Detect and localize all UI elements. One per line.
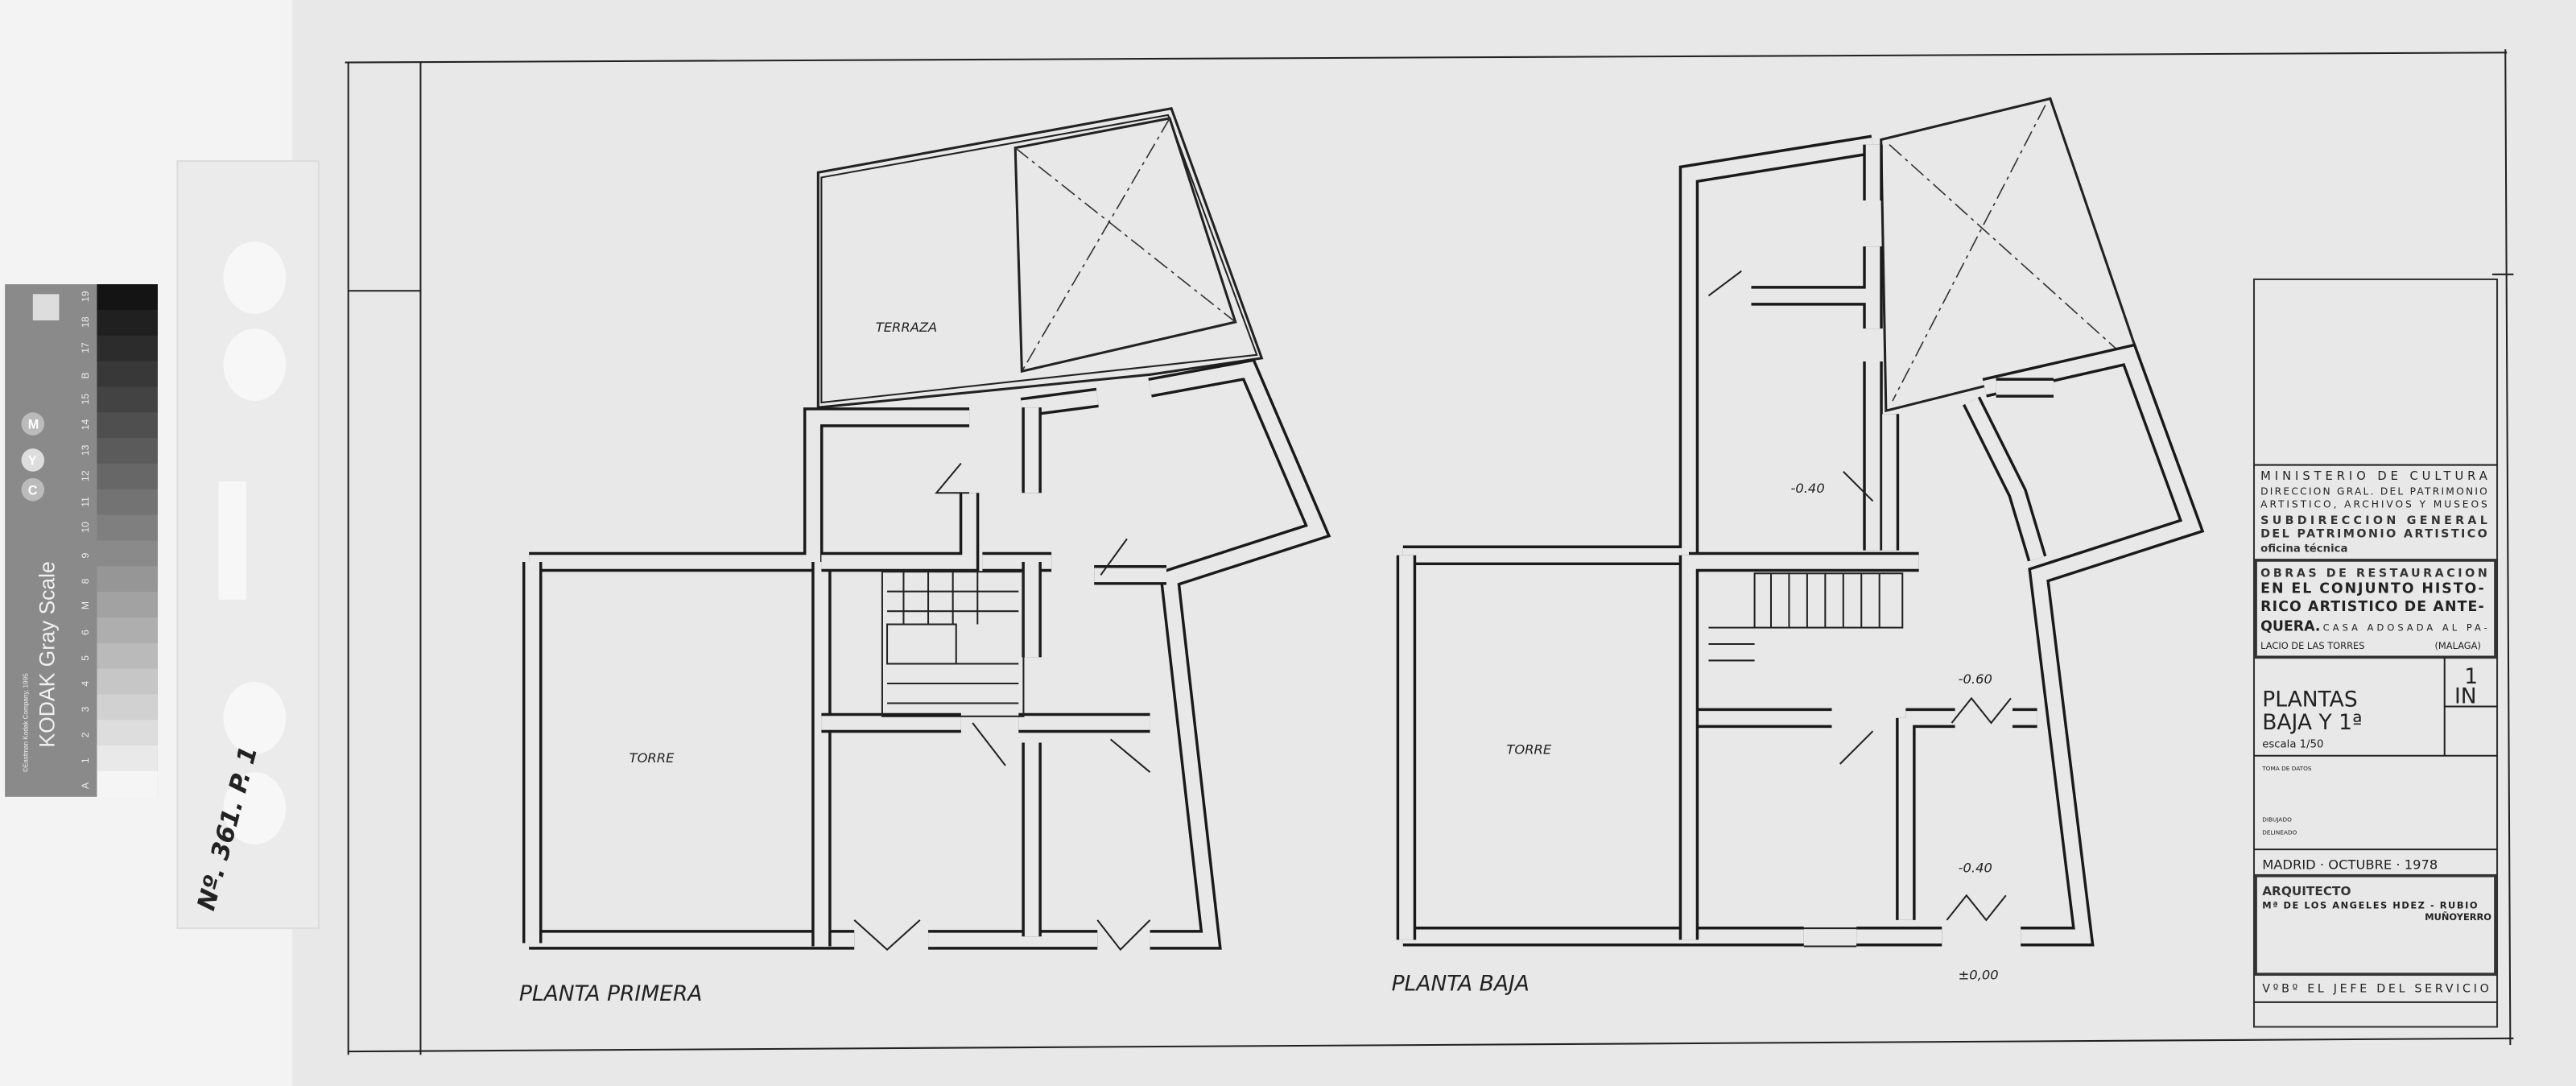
gray-patch (97, 592, 158, 618)
tb-drawn: DIBUJADO (2262, 816, 2292, 823)
tb-sheet-number: 1 (2464, 664, 2478, 689)
gray-patch (97, 770, 158, 798)
tb-place-date: MADRID · OCTUBRE · 1978 (2262, 857, 2438, 873)
tb-office: oficina técnica (2260, 543, 2347, 555)
tb-sheet-code: IN (2454, 683, 2477, 708)
drawing-sheet (292, 0, 2576, 1086)
gray-patch (97, 463, 158, 490)
gray-patch-label: 19 (80, 291, 91, 302)
ground-floor-title: PLANTA BAJA (1392, 972, 1530, 997)
gray-patch (97, 566, 158, 593)
tb-sheet-title-2: BAJA Y 1ª (2262, 710, 2362, 735)
holder-strip: Nº. 361. P. 1 (176, 159, 320, 930)
level-mark: -0.60 (1959, 671, 1992, 687)
gray-patch (97, 514, 158, 542)
tb-project-5a: LACIO DE LAS TORRES (2260, 640, 2364, 651)
first-floor-title: PLANTA PRIMERA (519, 981, 703, 1006)
color-dot-y (21, 448, 45, 472)
tower-label-first: TORRE (630, 750, 675, 766)
gray-patch-label: 4 (80, 681, 91, 687)
tb-project-3: RICO ARTISTICO DE ANTE- (2260, 599, 2484, 615)
gray-patch (97, 412, 158, 440)
gray-patch-label: 14 (80, 419, 91, 430)
color-dot-c-label: C (28, 483, 38, 498)
gray-patch-label: 10 (80, 522, 91, 533)
gray-patch (97, 617, 158, 644)
first-floor-stairs (853, 462, 1151, 952)
gray-patch-label: 6 (80, 630, 91, 635)
tb-project-5b: (MALAGA) (2434, 640, 2480, 651)
tower-label-ground: TORRE (1506, 742, 1551, 758)
level-mark: ±0,00 (1959, 967, 1999, 982)
tb-architect-name-2: MUÑOYERRO (2425, 911, 2491, 923)
plan-first-floor: TERRAZA TORRE PLANTA PRIMERA (519, 106, 1331, 1006)
tb-subdirection-2: DEL PATRIMONIO ARTISTICO (2260, 527, 2487, 540)
sheet-frame (345, 49, 2514, 1055)
color-dot-y-label: Y (28, 454, 37, 469)
color-dot-c (21, 477, 45, 502)
gray-patch-label: M (80, 601, 91, 609)
gray-patch (97, 642, 158, 670)
level-mark: -0.40 (1959, 861, 1992, 876)
terrace-label: TERRAZA (876, 320, 937, 335)
gray-patch-label: 12 (80, 470, 91, 481)
tb-data-collection: TOMA DE DATOS (2261, 765, 2312, 772)
gray-patch-label: 2 (80, 732, 91, 737)
gray-patch-label: 5 (80, 655, 91, 661)
gray-patch-label: 18 (80, 316, 91, 328)
tb-delineated: DELINEADO (2262, 829, 2297, 836)
gray-patch-label: A (80, 782, 91, 789)
gray-patch-label: 13 (80, 444, 91, 456)
tb-subdirection-1: SUBDIRECCION GENERAL (2260, 514, 2487, 527)
gray-scale-copyright: ©Eastman Kodak Company, 1995 (23, 673, 30, 772)
tb-sheet-title-1: PLANTAS (2262, 688, 2357, 712)
tb-architect-label: ARQUITECTO (2262, 884, 2351, 898)
gray-patch (97, 309, 158, 337)
gray-patch (97, 361, 158, 388)
gray-patch-label: 11 (80, 497, 91, 507)
gray-patch (97, 694, 158, 721)
gray-patch (97, 720, 158, 747)
gray-patch (97, 284, 158, 311)
gray-patch (97, 668, 158, 696)
gray-patch (97, 438, 158, 465)
gray-patch (97, 386, 158, 414)
tb-project-4a: QUERA. (2260, 619, 2320, 635)
gray-patch (97, 745, 158, 772)
kodak-logo-icon (32, 294, 60, 320)
tb-scale: escala 1/50 (2262, 739, 2323, 751)
tb-direction-2: ARTISTICO, ARCHIVOS Y MUSEOS (2260, 499, 2487, 510)
level-mark: -0.40 (1790, 481, 1824, 496)
gray-patch-label: B (80, 372, 91, 378)
terrace-outline (816, 106, 1264, 409)
color-dot-m-label: M (28, 418, 39, 432)
gray-patch (97, 335, 158, 362)
gray-patch-label: 3 (80, 707, 91, 712)
ground-floor-stairs (1707, 270, 2012, 948)
gray-patch (97, 489, 158, 516)
gray-patch-label: 17 (80, 342, 91, 353)
gray-patch (97, 540, 158, 568)
color-dot-m (21, 412, 45, 436)
gray-patch-label: 1 (80, 758, 91, 763)
tb-project-2: EN EL CONJUNTO HISTO- (2260, 581, 2484, 597)
title-block: MINISTERIO DE CULTURA DIRECCION GRAL. DE… (2252, 278, 2499, 1028)
gray-patch-label: 15 (80, 394, 91, 405)
gray-patch-label: 8 (80, 578, 91, 584)
plan-ground-floor: TORRE -0.40 -0.60 -0.40 ±0,00 PLANTA BAJ… (1392, 97, 2205, 997)
gray-scale-brand: KODAK Gray Scale (35, 561, 59, 747)
gray-patch-label: 9 (80, 552, 91, 558)
tb-architect-name-1: Mª DE LOS ANGELES HDEZ - RUBIO (2262, 900, 2478, 911)
kodak-gray-scale-card: KODAK Gray Scale ©Eastman Kodak Company,… (5, 284, 158, 798)
